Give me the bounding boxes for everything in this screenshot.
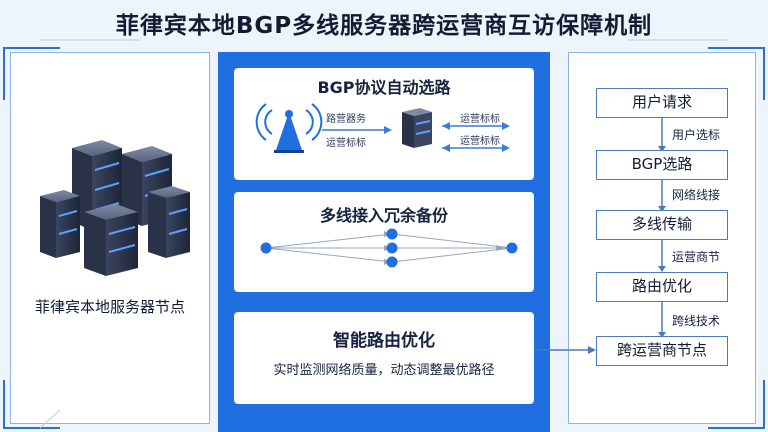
server-cluster-icon — [40, 140, 190, 276]
flow-label-4: 跨线技术 — [672, 314, 721, 328]
card-smart-desc: 实时监测网络质量，动态调整最优路径 — [273, 363, 495, 378]
card-bgp-diagram — [255, 103, 510, 153]
flow-step-route-opt: 路由优化 — [596, 272, 728, 302]
flow-step-multiline: 多线传输 — [596, 210, 728, 240]
card-multiline-title: 多线接入冗余备份 — [319, 206, 448, 225]
page-title: 菲律宾本地BGP多线服务器跨运营商互访保障机制 — [115, 13, 653, 39]
antenna-icon — [255, 103, 323, 153]
card-multiline-diagram — [260, 228, 518, 268]
flow-label-3: 运营商节 — [672, 250, 721, 264]
bgp-label-top: 路营器务 — [326, 114, 366, 125]
flow-label-1: 用户选标 — [672, 128, 721, 142]
bgp-arrow-label-1: 运营标标 — [460, 114, 500, 125]
card-smart-title: 智能路由优化 — [333, 331, 435, 351]
bgp-label-bottom: 运营标标 — [326, 138, 366, 149]
card-smart-routing: 智能路由优化 实时监测网络质量，动态调整最优路径 — [234, 312, 534, 404]
flow-step-user-request: 用户请求 — [596, 88, 728, 118]
bgp-arrow-label-2: 运营标标 — [460, 136, 500, 147]
router-server-icon — [402, 108, 432, 148]
card-multiline: 多线接入冗余备份 — [234, 192, 534, 292]
card-bgp: BGP协议自动选路 — [234, 68, 534, 180]
card-bgp-title: BGP协议自动选路 — [317, 78, 451, 97]
flow-label-2: 网络线接 — [672, 188, 721, 202]
flow-step-cross-isp-node: 跨运营商节点 — [596, 336, 728, 366]
flow-step-bgp-routing: BGP选路 — [596, 150, 728, 180]
server-node-caption: 菲律宾本地服务器节点 — [34, 298, 185, 316]
